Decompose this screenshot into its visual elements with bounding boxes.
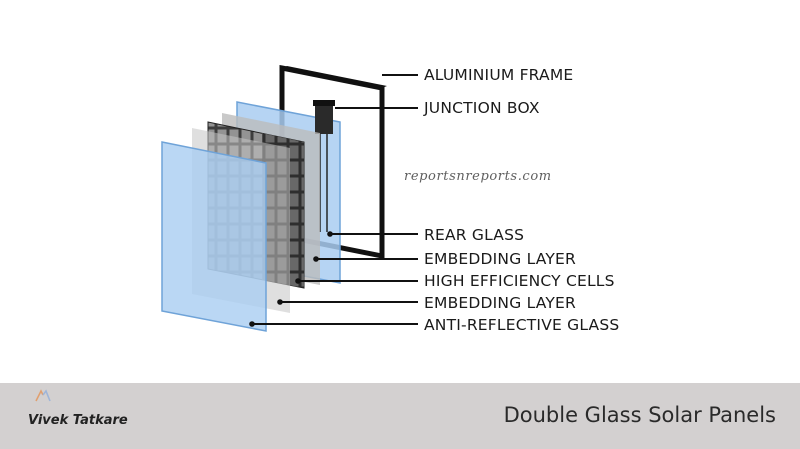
footer-bar: Vivek Tatkare Double Glass Solar Panels (0, 383, 800, 449)
label-rear-glass: REAR GLASS (424, 226, 524, 244)
label-embedding-layer-rear: EMBEDDING LAYER (424, 250, 576, 268)
solar-panel-exploded-diagram: ALUMINIUM FRAME JUNCTION BOX REAR GLASS … (161, 64, 619, 334)
leader-lines (249, 74, 418, 327)
label-anti-reflective-glass: ANTI-REFLECTIVE GLASS (424, 316, 619, 334)
author-logo-icon (35, 389, 51, 402)
label-embedding-layer-front: EMBEDDING LAYER (424, 294, 576, 312)
anti-reflective-glass (161, 141, 267, 332)
watermark-text: reportsnreports.com (404, 169, 552, 184)
label-aluminium-frame: ALUMINIUM FRAME (424, 66, 573, 84)
label-high-efficiency-cells: HIGH EFFICIENCY CELLS (424, 272, 615, 290)
label-junction-box: JUNCTION BOX (423, 99, 540, 117)
page-title: Double Glass Solar Panels (503, 403, 776, 427)
author-name: Vivek Tatkare (28, 413, 128, 428)
